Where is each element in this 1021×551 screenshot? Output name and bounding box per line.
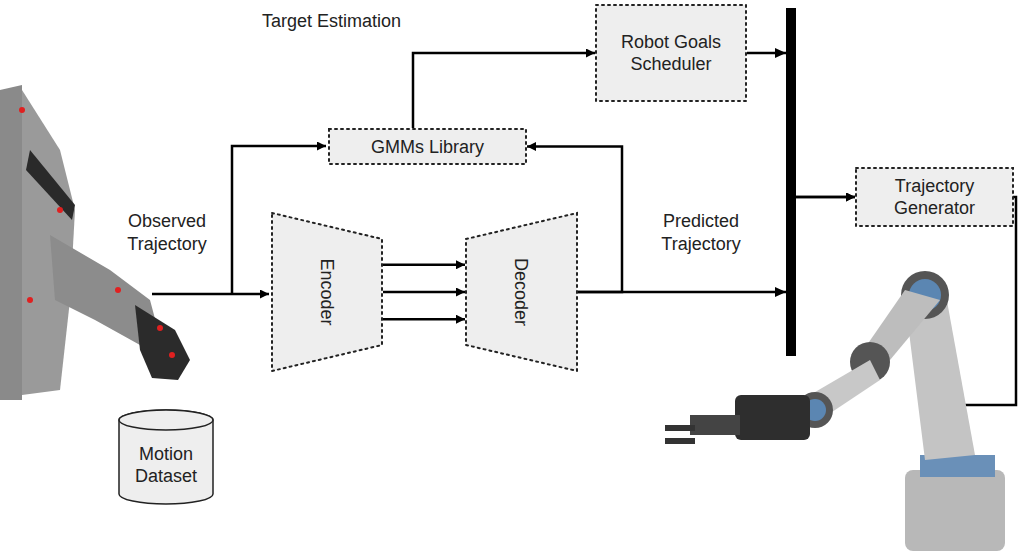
dataset-cylinder: Motion Dataset <box>118 410 214 505</box>
connector-arrow <box>747 48 855 197</box>
signal-label: Observed Trajectory <box>108 210 226 256</box>
robot-arm-figure <box>665 271 1005 551</box>
edge-label: Target Estimation <box>262 10 401 33</box>
scheduler-box: Robot Goals Scheduler <box>595 4 747 102</box>
generator-box: Trajectory Generator <box>855 167 1014 227</box>
node-label: Decoder <box>510 258 532 326</box>
encoder-block: Encoder <box>271 212 383 372</box>
connector-arrow <box>383 319 465 320</box>
library-box: GMMs Library <box>328 128 527 165</box>
node-label: Encoder <box>316 258 338 325</box>
node-outline <box>595 4 747 102</box>
node-label: GMMs Library <box>371 136 484 158</box>
connector-arrow <box>413 53 595 128</box>
node-label: Robot Goals Scheduler <box>595 31 747 75</box>
connector-arrow <box>578 197 855 297</box>
node-label: Trajectory Generator <box>855 175 1014 219</box>
connector-arrow <box>383 264 465 265</box>
signal-label: Predicted Trajectory <box>642 210 760 256</box>
node-label: Motion Dataset <box>118 443 214 487</box>
connector-arrow <box>383 292 465 293</box>
decoder-block: Decoder <box>465 212 578 372</box>
